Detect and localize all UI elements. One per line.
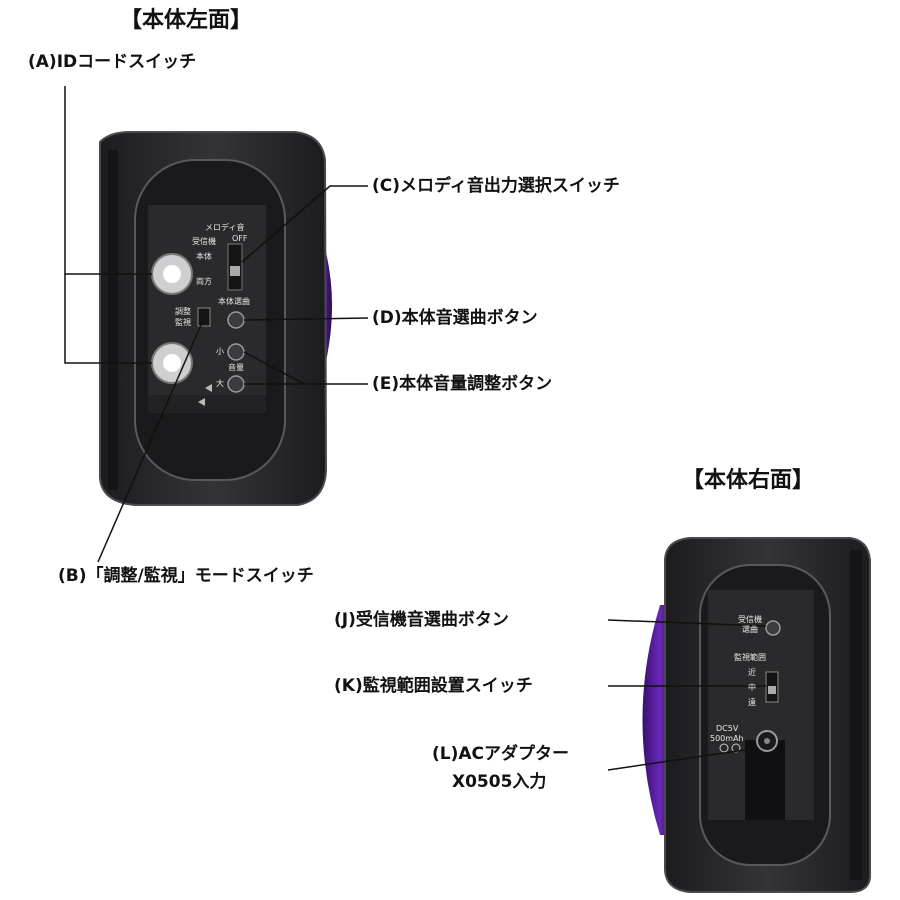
monitor-label: 監視 xyxy=(175,318,191,327)
label-b-mode-switch: (B)「調整/監視」モードスイッチ xyxy=(58,566,314,586)
label-c-melody-output-switch: (C)メロディ音出力選択スイッチ xyxy=(372,176,620,196)
body-select-button xyxy=(227,311,245,329)
receiver-select-label-1: 受信機 xyxy=(738,615,762,624)
label-k-range-switch: (K)監視範囲設置スイッチ xyxy=(334,676,533,696)
receiver-select-label-2: 選曲 xyxy=(742,625,758,634)
leader-a-2 xyxy=(64,274,152,364)
adjust-label: 調整 xyxy=(175,307,191,316)
large-vol-label: 大 xyxy=(216,379,224,388)
far-label: 遠 xyxy=(748,698,756,707)
melody-label: メロディ音 xyxy=(205,223,245,232)
melody-output-switch-knob xyxy=(230,266,240,276)
left-device-groove xyxy=(108,150,118,490)
mode-switch xyxy=(197,307,211,327)
body-select-label: 本体選曲 xyxy=(218,297,250,306)
mah-label: 500mAh xyxy=(710,734,744,743)
left-panel-lower-band xyxy=(148,395,266,413)
label-l-input: X0505入力 xyxy=(452,772,547,792)
id-code-dial-2-center xyxy=(163,354,181,372)
range-label: 監視範囲 xyxy=(734,653,766,662)
receiver-select-button xyxy=(765,620,781,636)
mid-label: 中 xyxy=(748,683,756,692)
right-device xyxy=(642,537,871,893)
dc-jack-pin xyxy=(764,738,770,744)
label-a-id-code-switch: (A)IDコードスイッチ xyxy=(28,52,197,72)
label-e-volume-button: (E)本体音量調整ボタン xyxy=(372,374,553,394)
left-side-title: 【本体左面】 xyxy=(120,8,253,33)
leader-b xyxy=(97,317,205,563)
label-l-ac-adapter: (L)ACアダプター xyxy=(432,744,570,764)
adapter-cavity xyxy=(745,740,785,820)
triangle-mark-1 xyxy=(205,384,212,392)
left-device xyxy=(99,131,333,506)
leader-lines xyxy=(64,86,767,771)
triangle-mark-2 xyxy=(198,398,205,406)
volume-up-button xyxy=(227,375,245,393)
leader-d xyxy=(243,317,369,321)
right-side-title: 【本体右面】 xyxy=(682,468,815,493)
receiver-label: 受信機 xyxy=(192,237,216,246)
polarity-symbol-1 xyxy=(719,743,729,753)
leader-l xyxy=(607,747,759,771)
dc-label: DC5V xyxy=(716,724,739,733)
volume-down-button xyxy=(227,343,245,361)
range-switch-knob xyxy=(768,686,776,694)
label-d-body-select-button: (D)本体音選曲ボタン xyxy=(372,308,538,328)
leader-c xyxy=(241,185,368,263)
small-vol-label: 小 xyxy=(216,347,224,356)
leader-j xyxy=(607,619,767,627)
right-device-groove xyxy=(850,550,862,880)
label-j-receiver-select-button: (J)受信機音選曲ボタン xyxy=(334,610,509,630)
body-label: 本体 xyxy=(196,252,212,261)
off-label: OFF xyxy=(232,234,248,243)
near-label: 近 xyxy=(748,668,756,677)
both-label: 両方 xyxy=(196,277,212,286)
volume-label: 音量 xyxy=(228,363,244,372)
polarity-symbol-2 xyxy=(731,743,741,753)
id-code-dial-1-center xyxy=(163,265,181,283)
